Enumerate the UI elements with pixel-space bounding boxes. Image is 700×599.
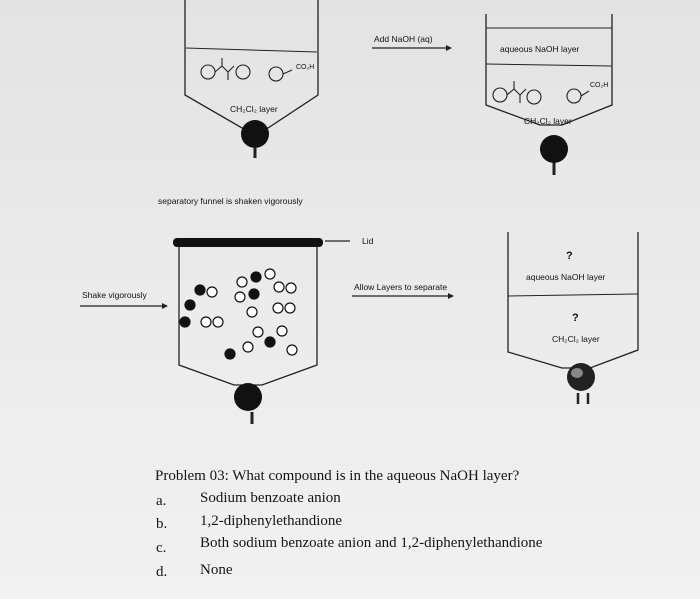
option-b-letter: b.	[156, 516, 168, 532]
aqueous-layer-label-bottom: aqueous NaOH layer	[526, 272, 606, 282]
add-naoh-label: Add NaOH (aq)	[374, 34, 433, 44]
stopcock-highlight	[571, 368, 583, 378]
molecule-sketch-right	[492, 81, 590, 105]
ch2cl2-layer-label-right: CH₂Cl₂ layer	[524, 116, 572, 126]
lid-label: Lid	[362, 236, 374, 246]
option-d-text: None	[200, 562, 233, 578]
aqueous-layer-label-top: aqueous NaOH layer	[500, 44, 580, 54]
unknown-ch2cl2-mark: ?	[572, 312, 579, 324]
co2h-label-left: CO₂H	[296, 64, 315, 71]
option-a-letter: a.	[156, 493, 167, 509]
funnel-lid	[173, 238, 323, 247]
option-a-text: Sodium benzoate anion	[200, 490, 341, 506]
ch2cl2-layer-label-bottom: CH₂Cl₂ layer	[552, 334, 600, 344]
arrow-head	[446, 45, 452, 51]
shaken-caption: separatory funnel is shaken vigorously	[158, 196, 303, 206]
funnel-after-naoh	[485, 14, 613, 175]
unknown-aqueous-mark: ?	[566, 250, 573, 262]
option-c-text: Both sodium benzoate anion and 1,2-diphe…	[200, 535, 543, 551]
ch2cl2-layer-label-left: CH₂Cl₂ layer	[230, 104, 278, 114]
option-c-letter: c.	[156, 540, 167, 556]
arrow-head	[162, 303, 168, 309]
stopcock-knob	[241, 120, 269, 148]
droplets	[179, 268, 298, 360]
shake-vigorously-label: Shake vigorously	[82, 290, 147, 300]
arrow-head	[448, 293, 454, 299]
stopcock-knob	[567, 363, 595, 391]
option-b-text: 1,2-diphenylethandione	[200, 513, 343, 529]
co2h-label-right: CO₂H	[590, 82, 609, 89]
stopcock-knob	[540, 135, 568, 163]
molecule-sketch-left	[200, 58, 293, 82]
option-d-letter: d.	[156, 564, 168, 580]
question-title: Problem 03: What compound is in the aque…	[155, 468, 520, 484]
stopcock-knob	[234, 383, 262, 411]
allow-separate-label: Allow Layers to separate	[354, 282, 448, 292]
